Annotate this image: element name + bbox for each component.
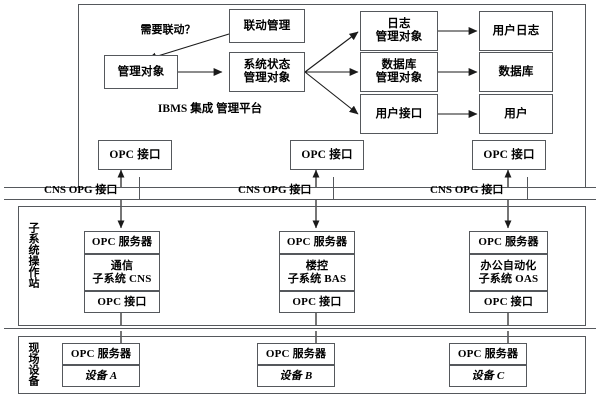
box-user-log[interactable]: 用户日志 xyxy=(479,11,553,51)
subsystem-1-name[interactable]: 通信 子系统 CNS xyxy=(84,254,160,291)
subsystem-2-opc-interface[interactable]: OPC 接口 xyxy=(279,291,355,313)
bus-top-line xyxy=(4,187,596,188)
platform-title-line2: 管理平台 xyxy=(216,103,263,115)
box-system-state-line1: 系统状态 xyxy=(243,59,291,72)
subsystem-3-name[interactable]: 办公自动化 子系统 OAS xyxy=(469,254,548,291)
subsystem-2-opc-server-label: OPC 服务器 xyxy=(286,236,348,249)
subsystem-2-opc-server[interactable]: OPC 服务器 xyxy=(279,231,355,254)
subsystem-3-name-line1: 办公自动化 xyxy=(480,260,537,273)
box-database-label: 数据库 xyxy=(498,65,534,78)
box-linkage-management[interactable]: 联动管理 xyxy=(229,9,305,43)
box-user-label: 用户 xyxy=(504,107,528,120)
bus-separator-2 xyxy=(333,177,334,199)
subsystem-1-opc-interface-label: OPC 接口 xyxy=(97,295,147,308)
box-managed-object[interactable]: 管理对象 xyxy=(104,55,178,89)
box-system-state-line2: 管理对象 xyxy=(243,72,291,84)
device-1-opc-server-label: OPC 服务器 xyxy=(70,347,132,360)
device-3-opc-server[interactable]: OPC 服务器 xyxy=(449,343,527,365)
subsystem-3-opc-server-label: OPC 服务器 xyxy=(478,236,539,249)
box-database-management-object[interactable]: 数据库 管理对象 xyxy=(360,52,438,92)
box-db-object-line1: 数据库 xyxy=(381,59,417,72)
device-3-label: 设备 C xyxy=(471,369,505,382)
box-database[interactable]: 数据库 xyxy=(479,52,553,92)
box-managed-object-label: 管理对象 xyxy=(117,65,165,78)
box-log-management-object[interactable]: 日志 管理对象 xyxy=(360,11,438,51)
subsystem-1-name-line2: 子系统 CNS xyxy=(92,272,152,285)
bus-label-3: CNS OPG 接口 xyxy=(430,184,504,196)
bus-bottom-line xyxy=(4,199,596,200)
platform-opc-interface-3-label: OPC 接口 xyxy=(483,148,535,161)
subsystem-1-opc-server[interactable]: OPC 服务器 xyxy=(84,231,160,254)
subsystem-tier-frame xyxy=(18,206,586,326)
condition-label: 需要联动？ xyxy=(140,24,196,36)
box-user[interactable]: 用户 xyxy=(479,94,553,134)
box-user-interface[interactable]: 用户接口 xyxy=(360,94,438,134)
subsystem-2-name[interactable]: 楼控 子系统 BAS xyxy=(279,254,355,291)
device-2-opc-server[interactable]: OPC 服务器 xyxy=(257,343,335,365)
side-label-subsystem: 子系统操作站 xyxy=(27,222,39,288)
subsystem-3-opc-interface-label: OPC 接口 xyxy=(483,295,534,308)
bus-label-2: CNS OPG 接口 xyxy=(238,184,312,196)
subsystem-1-name-line1: 通信 xyxy=(110,260,134,273)
box-user-interface-label: 用户接口 xyxy=(375,107,423,120)
device-2-opc-server-label: OPC 服务器 xyxy=(265,347,327,360)
device-1-opc-server[interactable]: OPC 服务器 xyxy=(62,343,140,365)
platform-title-line1: IBMS 集成 xyxy=(157,103,214,115)
device-1-label: 设备 A xyxy=(84,369,118,382)
field-bus-line xyxy=(4,328,596,329)
subsystem-3-name-line2: 子系统 OAS xyxy=(478,272,539,285)
box-log-object-line2: 管理对象 xyxy=(375,31,423,43)
bus-separator-3 xyxy=(527,177,528,199)
subsystem-3-opc-interface[interactable]: OPC 接口 xyxy=(469,291,548,313)
subsystem-2-name-line2: 子系统 BAS xyxy=(287,272,347,285)
subsystem-3-opc-server[interactable]: OPC 服务器 xyxy=(469,231,548,254)
device-2[interactable]: 设备 B xyxy=(257,365,335,387)
box-platform-opc-interface-2[interactable]: OPC 接口 xyxy=(290,140,364,170)
subsystem-1-opc-interface[interactable]: OPC 接口 xyxy=(84,291,160,313)
box-platform-opc-interface-3[interactable]: OPC 接口 xyxy=(472,140,546,170)
subsystem-2-name-line1: 楼控 xyxy=(305,260,329,273)
platform-opc-interface-2-label: OPC 接口 xyxy=(301,148,353,161)
box-user-log-label: 用户日志 xyxy=(492,24,540,37)
subsystem-1-opc-server-label: OPC 服务器 xyxy=(91,236,153,249)
field-device-tier-frame xyxy=(18,336,586,394)
device-1[interactable]: 设备 A xyxy=(62,365,140,387)
box-linkage-management-label: 联动管理 xyxy=(243,19,291,32)
box-db-object-line2: 管理对象 xyxy=(375,72,423,84)
box-log-object-line1: 日志 xyxy=(387,18,411,31)
bus-separator-1 xyxy=(139,177,140,199)
platform-title: IBMS 集成 管理平台 xyxy=(150,103,270,116)
box-platform-opc-interface-1[interactable]: OPC 接口 xyxy=(98,140,172,170)
device-2-label: 设备 B xyxy=(279,369,313,382)
box-system-state-object[interactable]: 系统状态 管理对象 xyxy=(229,52,305,92)
device-3-opc-server-label: OPC 服务器 xyxy=(457,347,519,360)
platform-opc-interface-1-label: OPC 接口 xyxy=(109,148,161,161)
device-3[interactable]: 设备 C xyxy=(449,365,527,387)
bus-label-1: CNS OPG 接口 xyxy=(44,184,118,196)
side-label-field: 现场设备 xyxy=(27,342,39,386)
subsystem-2-opc-interface-label: OPC 接口 xyxy=(292,295,342,308)
